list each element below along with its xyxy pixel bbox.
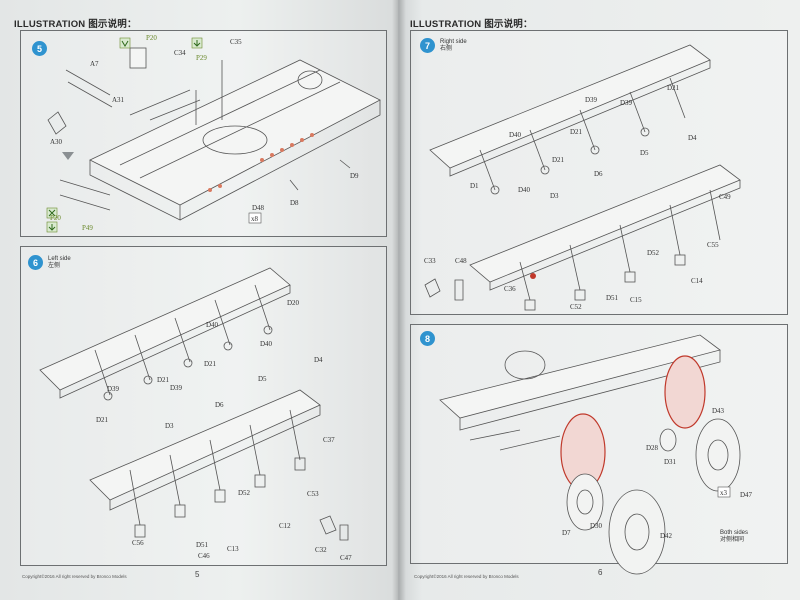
label-d4: D4 [314,356,323,364]
label-c53: C53 [307,490,319,498]
label-c52: C52 [570,303,582,311]
label-d5: D5 [640,149,649,157]
label-c47: C47 [340,554,352,562]
label-d43: D43 [712,407,725,415]
label-a30: A30 [50,138,63,146]
label-a31: A31 [112,96,125,104]
side-label-en: Right side [440,39,467,45]
label-d31: D31 [664,458,677,466]
fold-arrow-icon [62,152,74,160]
label-d3: D3 [165,422,174,430]
step-7-badge: 7 [420,38,435,53]
label-d52: D52 [238,489,251,497]
step-8-drawing [439,334,721,451]
label-c35: C35 [230,38,242,46]
label-d40-b: D40 [260,340,273,348]
label-d21-c: D21 [552,156,565,164]
label-d28: D28 [646,444,659,452]
road-wheel-highlight [560,355,706,491]
step-7-drawing [424,44,741,311]
page-number: 5 [195,570,200,579]
label-c48: C48 [455,257,467,265]
label-a7: A7 [90,60,99,68]
qty-box [717,486,731,498]
label-c36: C36 [504,285,516,293]
copyright-footer: Copyright©2016 All right reserved by Bro… [414,574,519,579]
label-d21-b: D21 [204,360,217,368]
label-d6: D6 [215,401,224,409]
book-gutter [392,0,406,600]
road-wheels [566,418,741,575]
label-c12: C12 [279,522,291,530]
label-d47: D47 [740,491,753,499]
label-p20-top: P20 [146,34,157,42]
label-c46: C46 [198,552,210,560]
step-6-drawing [39,267,349,541]
label-p20-bottom: P20 [50,214,61,222]
label-c37: C37 [323,436,335,444]
label-p49: P49 [82,224,93,232]
label-c56: C56 [132,539,144,547]
label-c14: C14 [691,277,703,285]
label-d3: D3 [550,192,559,200]
label-c34: C34 [174,49,186,57]
step-7-highlight [530,273,536,279]
label-d39-a: D39 [107,385,120,393]
label-c32: C32 [315,546,327,554]
glue-icon [46,37,131,219]
page-header: ILLUSTRATION 图示说明： [14,19,137,30]
both-sides-en: Both sides [720,530,749,536]
step-5-hull-drawing [47,47,381,221]
label-c55: C55 [707,241,719,249]
label-d4: D4 [688,134,697,142]
step-5-highlights [208,133,314,192]
label-d21-a: D21 [667,84,680,92]
d48-qty-box [248,212,262,224]
label-d39-a: D39 [585,96,598,104]
page-number: 6 [598,568,603,577]
side-label-en: Left side [48,256,71,262]
label-c13: C13 [227,545,239,553]
label-p29: P29 [196,54,207,62]
label-d8: D8 [290,199,299,207]
both-sides-cn: 对侧相同 [720,537,745,543]
label-d9: D9 [350,172,359,180]
label-d6: D6 [594,170,603,178]
label-d20: D20 [287,299,300,307]
label-d39-b: D39 [620,99,633,107]
label-d39-b: D39 [170,384,183,392]
label-c33: C33 [424,257,436,265]
label-d40-a: D40 [509,131,522,139]
label-d51: D51 [606,294,619,302]
label-d52: D52 [647,249,660,257]
step-8-badge: 8 [420,331,435,346]
label-d21-b: D21 [570,128,583,136]
label-d40-a: D40 [206,321,219,329]
copyright-footer: Copyright©2016 All right reserved by Bro… [22,574,127,579]
label-d1: D1 [470,182,479,190]
label-d21-a: D21 [157,376,170,384]
label-d30: D30 [590,522,603,530]
label-d42: D42 [660,532,673,540]
label-d48: D48 [252,204,265,212]
label-d51: D51 [196,541,209,549]
side-label-cn: 右侧 [440,46,453,52]
page-header: ILLUSTRATION 图示说明： [410,19,533,30]
step-6-badge: 6 [28,255,43,270]
label-d7: D7 [562,529,571,537]
label-d21-c: D21 [96,416,109,424]
label-d48-qty: x8 [251,215,259,223]
label-d5: D5 [258,375,267,383]
label-c49: C49 [719,193,731,201]
label-c15: C15 [630,296,642,304]
down-arrow-icon [46,37,203,233]
step-5-badge: 5 [32,41,47,56]
label-d40-b: D40 [518,186,531,194]
label-qty: x3 [720,489,728,497]
side-label-cn: 左侧 [48,263,61,269]
